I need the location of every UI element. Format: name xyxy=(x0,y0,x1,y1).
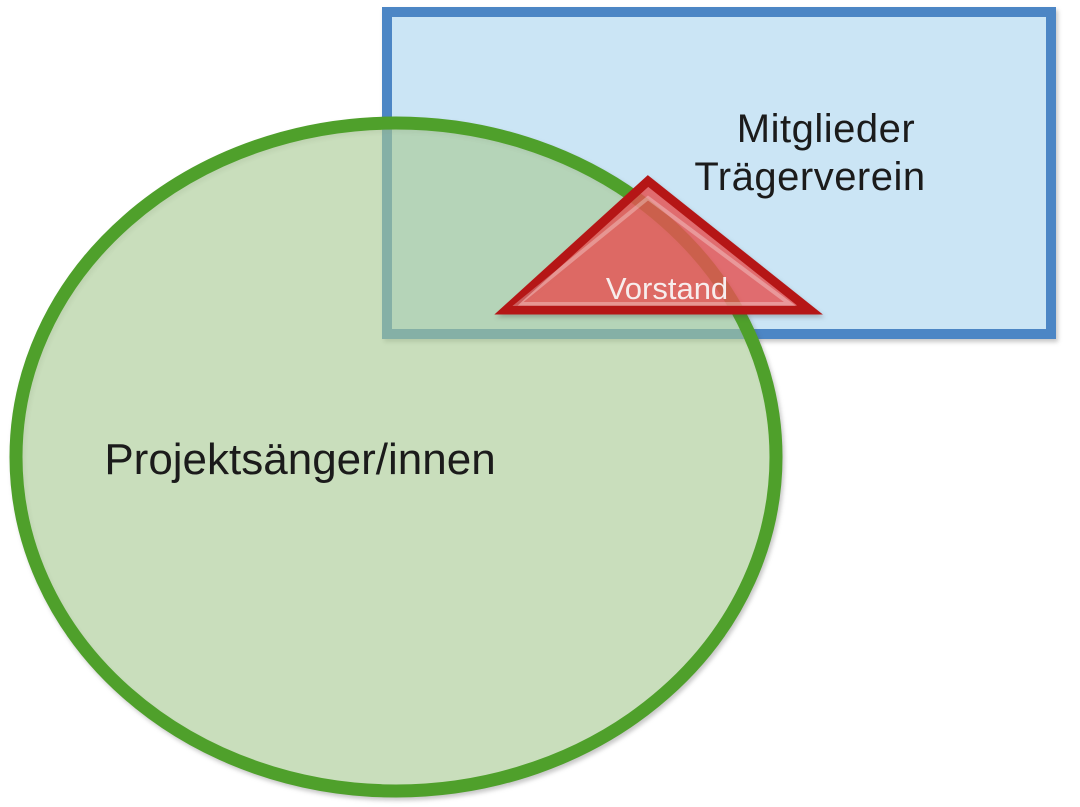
vorstand-label: Vorstand xyxy=(606,271,728,306)
traegerverein-label-line1: Mitglieder xyxy=(737,107,915,151)
vorstand-triangle xyxy=(494,175,823,315)
traegerverein-label-line2: Trägerverein xyxy=(694,155,925,199)
projektsaenger-label: Projektsänger/innen xyxy=(104,435,495,484)
vorstand-triangle-highlight xyxy=(512,195,797,306)
